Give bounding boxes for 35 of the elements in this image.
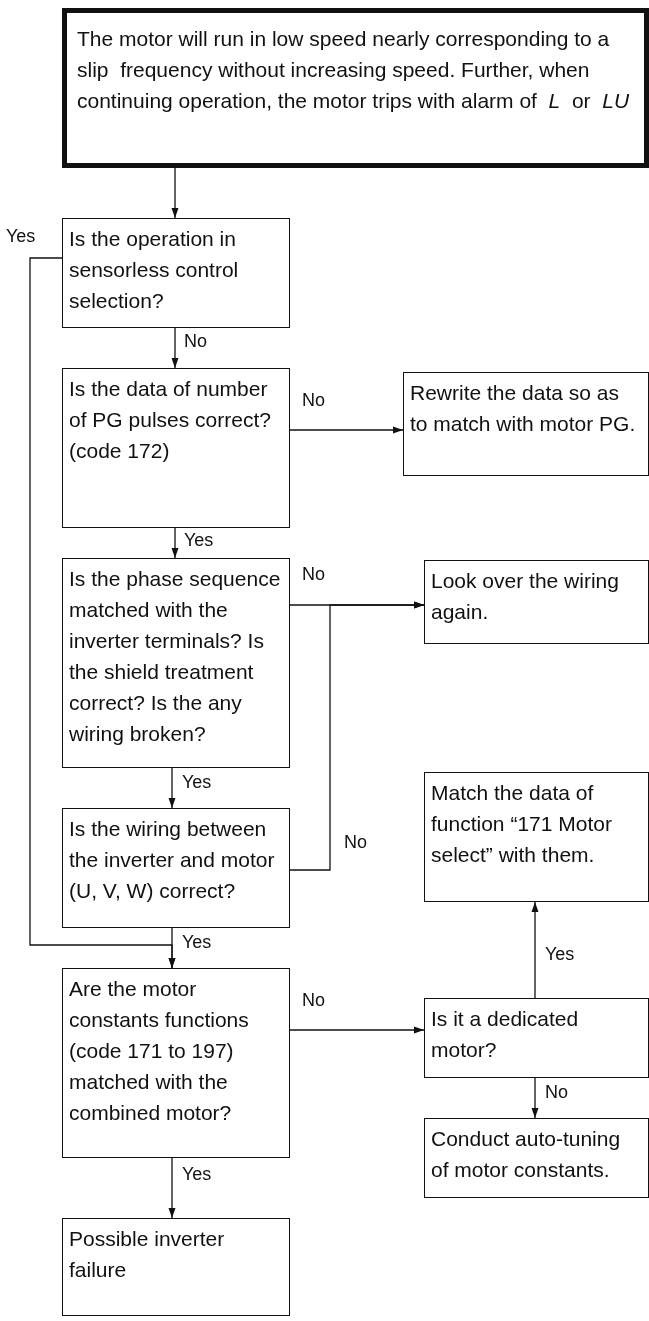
box-text: Possible inverter failure [69, 1226, 226, 1283]
process-box [62, 218, 290, 328]
arrow [171, 167, 179, 219]
arrow [168, 927, 176, 969]
process-box [62, 368, 290, 528]
arrow [171, 327, 179, 369]
process-box [424, 998, 649, 1078]
process-box [424, 560, 649, 644]
arrow [289, 426, 404, 434]
arrow [168, 767, 176, 809]
process-box [62, 968, 290, 1158]
arrow [531, 901, 539, 999]
arrow [168, 1157, 176, 1219]
box-text: Is the phase sequence matched with the inverter terminals? Is the shield treatment correct? Is the any wiring broken? [69, 566, 282, 747]
arrow [289, 1026, 425, 1034]
process-box [403, 372, 649, 476]
box-text: Is the operation in sensorless control selection? [69, 226, 240, 314]
box-text: Is it a dedicated motor? [431, 1006, 580, 1063]
box-text: Are the motor constants functions (code 171 to 197) matched with the combined motor? [69, 976, 250, 1126]
arrow [531, 1077, 539, 1119]
process-box [424, 1118, 649, 1198]
box-text: Is the wiring between the inverter and motor (U, V, W) correct? [69, 816, 276, 904]
process-box [62, 808, 290, 928]
process-box [62, 558, 290, 768]
arrow [171, 527, 179, 559]
box-text: Rewrite the data so as to match with motor PG. [410, 380, 637, 437]
box-text: Conduct auto-tuning of motor constants. [431, 1126, 622, 1183]
box-text: Is the data of number of PG pulses correct? (code 172) [69, 376, 272, 464]
process-box [424, 772, 649, 902]
arrow [289, 601, 425, 871]
process-box [62, 1218, 290, 1316]
box-text: Match the data of function “171 Motor select” with them. [431, 780, 613, 868]
box-text: Look over the wiring again. [431, 568, 620, 625]
symptom-box [62, 8, 649, 168]
box-text: The motor will run in low speed nearly corresponding to a slip frequency without increasing speed. Further, when continuing operation, the motor trips with alarm of L or LU [77, 26, 631, 114]
